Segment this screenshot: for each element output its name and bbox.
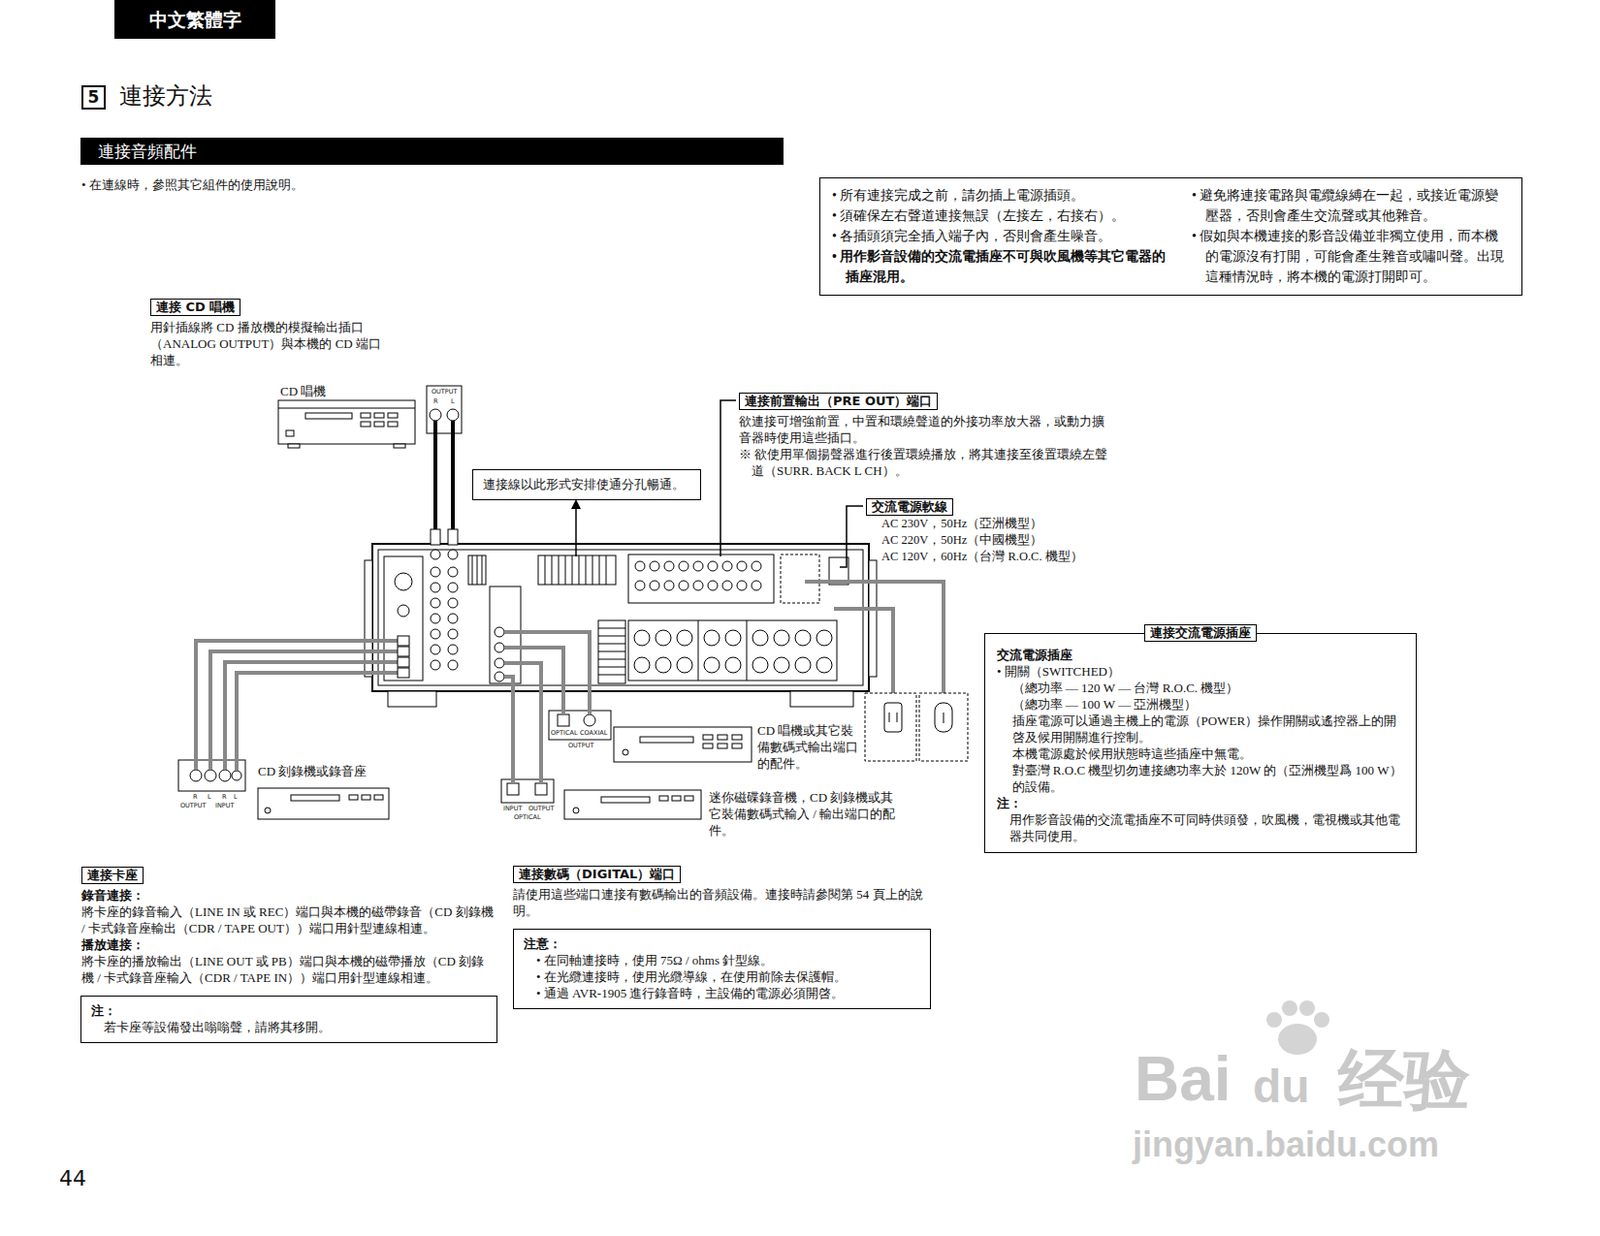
page-number: 44 [59,1165,87,1193]
heading-text: 連接交流電源插座 [1144,624,1257,642]
pin-label: L [207,793,212,801]
pin-label: L [450,397,455,406]
body-text: 用針插線將 CD 播放機的模擬輸出插口（ANALOG OUTPUT）與本機的 C… [150,319,393,369]
body-text: 交流電源插座 [996,646,1405,664]
watermark: Bai [1134,1045,1232,1114]
instruction-block: 連接 CD 唱機用針插線將 CD 播放機的模擬輸出插口（ANALOG OUTPU… [150,297,393,369]
pin-label: OPTICAL [513,813,542,822]
body-text: 播放連接： [81,936,497,954]
pin-label: OPTICAL [550,729,578,737]
body-text: 插座電源可以通過主機上的電源（POWER）操作開關或遙控器上的開啓及候用開關進行… [996,712,1405,746]
body-text: 本機電源處於候用狀態時這些插座中無電。 [996,745,1405,763]
body-text: AC 220V，50Hz（中國機型） [865,532,1123,549]
pin-label: COAXIAL [579,729,608,737]
header-tab: 中文繁體字 [114,0,276,39]
body-text: AC 120V，60Hz（台灣 R.O.C. 機型） [865,548,1123,566]
page-title: 連接方法 [119,81,213,111]
body-text: • 各插頭須完全插入端子內，否則會產生噪音。 [832,225,1172,247]
notes-box: • 所有連接完成之前，請勿插上電源插頭。• 須確保左右聲道連接無誤（左接左，右接… [819,177,1523,296]
body-text: 5 [83,87,104,108]
note-box: 注：若卡座等設備發出嗡嗡聲，請將其移開。 [80,995,498,1044]
instruction-block: 交流電源軟線AC 230V，50Hz（亞洲機型）AC 220V，50Hz（中國機… [865,497,1123,566]
pin-label: INPUT [215,801,234,810]
body-text: • 在光纜連接時，使用光纜導線，在使用前除去保護帽。 [523,968,921,986]
body-text: 注： [91,1002,487,1020]
pin-label: OUTPUT [528,804,555,813]
device-label: 迷你磁碟錄音機，CD 刻錄機或其它裝備數碼式輸入 / 輸出端口的配件。 [708,789,898,839]
body-text: 錄音連接： [81,887,497,904]
body-text: 連接線以此形式安排使通分孔暢通。 [482,476,691,493]
heading-text: 連接數碼（DIGITAL）端口 [512,865,681,884]
instruction-block: 連接前置輸出（PRE OUT）端口欲連接可增強前置，中置和環繞聲道的外接功率放大… [738,391,1113,480]
body-text: • 通過 AVR-1905 進行錄音時，主設備的電源必須開啓。 [523,985,921,1002]
instruction-block: 連接卡座錄音連接：將卡座的錄音輸入（LINE IN 或 REC）端口與本機的磁帶… [81,865,497,987]
pin-label: R [433,397,439,406]
body-text: （總功率 — 100 W — 亞洲機型） [996,696,1405,713]
pin-label: R [192,793,198,801]
body-text: • 開關（SWITCHED） [996,663,1405,680]
body-text: 將卡座的播放輸出（LINE OUT 或 PB）端口與本機的磁帶播放（CD 刻錄機… [81,953,497,987]
body-text: • 避免將連接電路與電纜線縛在一起，或接近電源變壓器，否則會產生交流聲或其他雜音… [1191,185,1512,226]
pin-label: R [222,793,227,801]
body-text: • 所有連接完成之前，請勿插上電源插頭。 [832,185,1172,206]
heading-text: 連接 CD 唱機 [150,298,241,317]
note-text: • 在連線時，參照其它組件的使用說明。 [81,176,304,193]
heading-text: 連接卡座 [81,866,144,885]
body-text: AC 230V，50Hz（亞洲機型） [865,515,1123,533]
outlet-box: 連接交流電源插座交流電源插座• 開關（SWITCHED）（總功率 — 120 W… [984,633,1417,854]
pin-label: OUTPUT [180,801,207,810]
body-text: • 假如與本機連接的影音設備並非獨立使用，而本機的電源沒有打開，可能會產生雜音或… [1191,225,1512,288]
watermark: jingyan.baidu.com [1132,1124,1440,1166]
body-text: ※ 欲使用單個揚聲器進行後置環繞播放，將其連接至後置環繞左聲道（SURR. BA… [738,446,1113,480]
section-number: 5 [81,85,106,110]
notes-column: • 避免將連接電路與電纜線縛在一起，或接近電源變壓器，否則會產生交流聲或其他雜音… [1191,185,1512,288]
body-text: 連接音頻配件 [80,137,784,165]
heading-text: 交流電源軟線 [865,498,954,516]
device-label: CD 唱機 [280,383,326,400]
watermark: du [1252,1060,1311,1114]
body-text: 注： [996,795,1405,812]
body-text: 用作影音設備的交流電插座不可同時供頭發，吹風機，電視機或其他電器共同使用。 [996,811,1405,845]
callout-box: 連接線以此形式安排使通分孔暢通。 [472,469,702,501]
body-text: 欲連接可增強前置，中置和環繞聲道的外接功率放大器，或動力擴音器時使用這些插口。 [738,413,1113,447]
body-text: • 須確保左右聲道連接無誤（左接左，右接右）。 [832,205,1172,226]
device-label: CD 刻錄機或錄音座 [257,763,367,780]
body-text: 請使用這些端口連接有數碼輸出的音頻設備。連接時請參閱第 54 頁上的說明。 [512,886,930,920]
device-label: CD 唱機或其它裝備數碼式輸出端口的配件。 [757,722,863,772]
body-text: • 在同軸連接時，使用 75Ω / ohms 針型線。 [523,952,921,969]
heading-text: 連接前置輸出（PRE OUT）端口 [738,392,938,411]
instruction-block: 連接數碼（DIGITAL）端口請使用這些端口連接有數碼輸出的音頻設備。連接時請參… [512,864,930,920]
watermark: 经验 [1338,1043,1471,1116]
section-bar: 連接音頻配件 [80,137,784,165]
pin-label: L [233,793,238,801]
body-text: 注意： [523,935,921,953]
body-text: 將卡座的錄音輸入（LINE IN 或 REC）端口與本機的磁帶錄音（CD 刻錄機… [81,903,497,937]
pin-label: OUTPUT [431,387,458,396]
body-text: • 用作影音設備的交流電插座不可與吹風機等其它電器的插座混用。 [832,246,1172,288]
body-text: 若卡座等設備發出嗡嗡聲，請將其移開。 [91,1019,487,1036]
body-text: （總功率 — 120 W — 台灣 R.O.C. 機型） [996,679,1405,697]
body-text: 中文繁體字 [114,0,276,39]
notes-column: • 所有連接完成之前，請勿插上電源插頭。• 須確保左右聲道連接無誤（左接左，右接… [832,185,1172,288]
pin-label: OUTPUT [568,741,595,750]
body-text: 對臺灣 R.O.C 機型切勿連接總功率大於 120W 的（亞洲機型爲 100 W… [996,762,1405,796]
note-box: 注意：• 在同軸連接時，使用 75Ω / ohms 針型線。• 在光纜連接時，使… [512,928,931,1010]
pin-label: INPUT [503,804,522,813]
